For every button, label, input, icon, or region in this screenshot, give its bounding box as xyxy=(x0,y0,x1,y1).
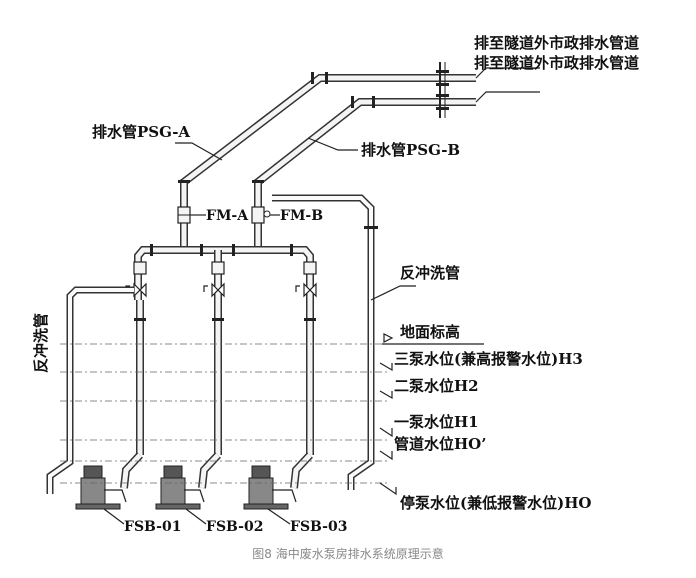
pump-label-fsb-01: FSB-01 xyxy=(124,519,181,535)
pump-leaders xyxy=(103,508,291,525)
water-level-lines xyxy=(60,343,388,484)
level-markers xyxy=(379,333,484,496)
riser-flanges xyxy=(134,318,316,321)
discharge-pipe-psg-a xyxy=(178,72,476,248)
pump-fsb-01-icon xyxy=(75,465,127,510)
flow-meter-fm-a-label: FM-A xyxy=(206,208,249,224)
pump-label-fsb-02: FSB-02 xyxy=(206,519,263,535)
check-valve-icons xyxy=(133,261,317,275)
pipe-a-leader xyxy=(175,142,223,161)
level-label-h2: 二泵水位H2 xyxy=(394,377,479,395)
level-label-h0: 停泵水位(兼低报警水位)HO xyxy=(400,494,591,512)
level-label-ground: 地面标高 xyxy=(400,323,460,341)
discharge-pipe-psg-b xyxy=(252,96,476,248)
figure-caption: 图8 海中废水泵房排水系统原理示意 xyxy=(252,546,443,561)
outlet-wall-flange xyxy=(436,62,449,118)
pipe-b-leader xyxy=(307,137,358,151)
pump-fsb-02-icon xyxy=(155,465,205,510)
outlet-leaders xyxy=(475,67,540,103)
gate-valve-icons xyxy=(125,282,317,298)
pipe-psg-b-label: 排水管PSG-B xyxy=(361,141,460,159)
pump-fsb-03-icon xyxy=(243,465,297,510)
pump-connection-elbows xyxy=(120,452,313,489)
outlet-label-1: 排至隧道外市政排水管道 xyxy=(474,34,639,52)
pump-label-fsb-03: FSB-03 xyxy=(290,519,347,535)
pipe-psg-a-label: 排水管PSG-A xyxy=(92,123,190,141)
backwash-label-left: 反冲洗管 xyxy=(32,313,50,373)
backwash-pipe-right xyxy=(272,194,416,490)
riser-pipes xyxy=(136,300,314,455)
level-label-h3: 三泵水位(兼高报警水位)H3 xyxy=(394,350,583,368)
level-label-h1: 一泵水位H1 xyxy=(394,413,479,431)
backwash-label-right: 反冲洗管 xyxy=(400,264,460,282)
backwash-pipe-left xyxy=(46,286,134,494)
flow-meter-fm-b-label: FM-B xyxy=(280,208,323,224)
outlet-label-2: 排至隧道外市政排水管道 xyxy=(474,54,639,72)
level-label-h0-prime: 管道水位HO’ xyxy=(394,435,486,453)
flow-meter-fm-a-icon xyxy=(177,206,206,224)
flow-meter-fm-b-icon xyxy=(251,206,280,224)
